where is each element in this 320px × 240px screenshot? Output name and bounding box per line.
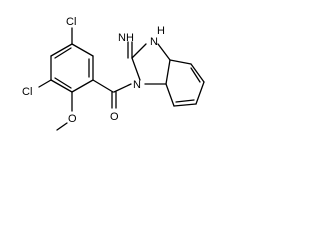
ring-n1-label: N	[133, 79, 141, 91]
aryl-carbonyl-bond	[92, 79, 114, 93]
carbonyl-o-label: O	[110, 111, 119, 123]
amine-h-label: H	[157, 25, 165, 37]
methoxy-ch3-bond	[56, 122, 68, 131]
cl-left-bond	[38, 79, 52, 88]
dichloromethoxyphenyl-ring	[50, 43, 94, 93]
imino-nh-label: NH	[118, 32, 134, 44]
carbonyl-n-bond	[113, 83, 132, 93]
chemical-structure: Cl Cl O O NH H N N	[22, 16, 205, 131]
amine-n-label: N	[150, 36, 158, 48]
benzimidazole-core	[131, 43, 205, 107]
methoxy-o-label: O	[68, 113, 77, 125]
cl-top-label: Cl	[66, 16, 76, 28]
cl-left-label: Cl	[22, 86, 32, 98]
